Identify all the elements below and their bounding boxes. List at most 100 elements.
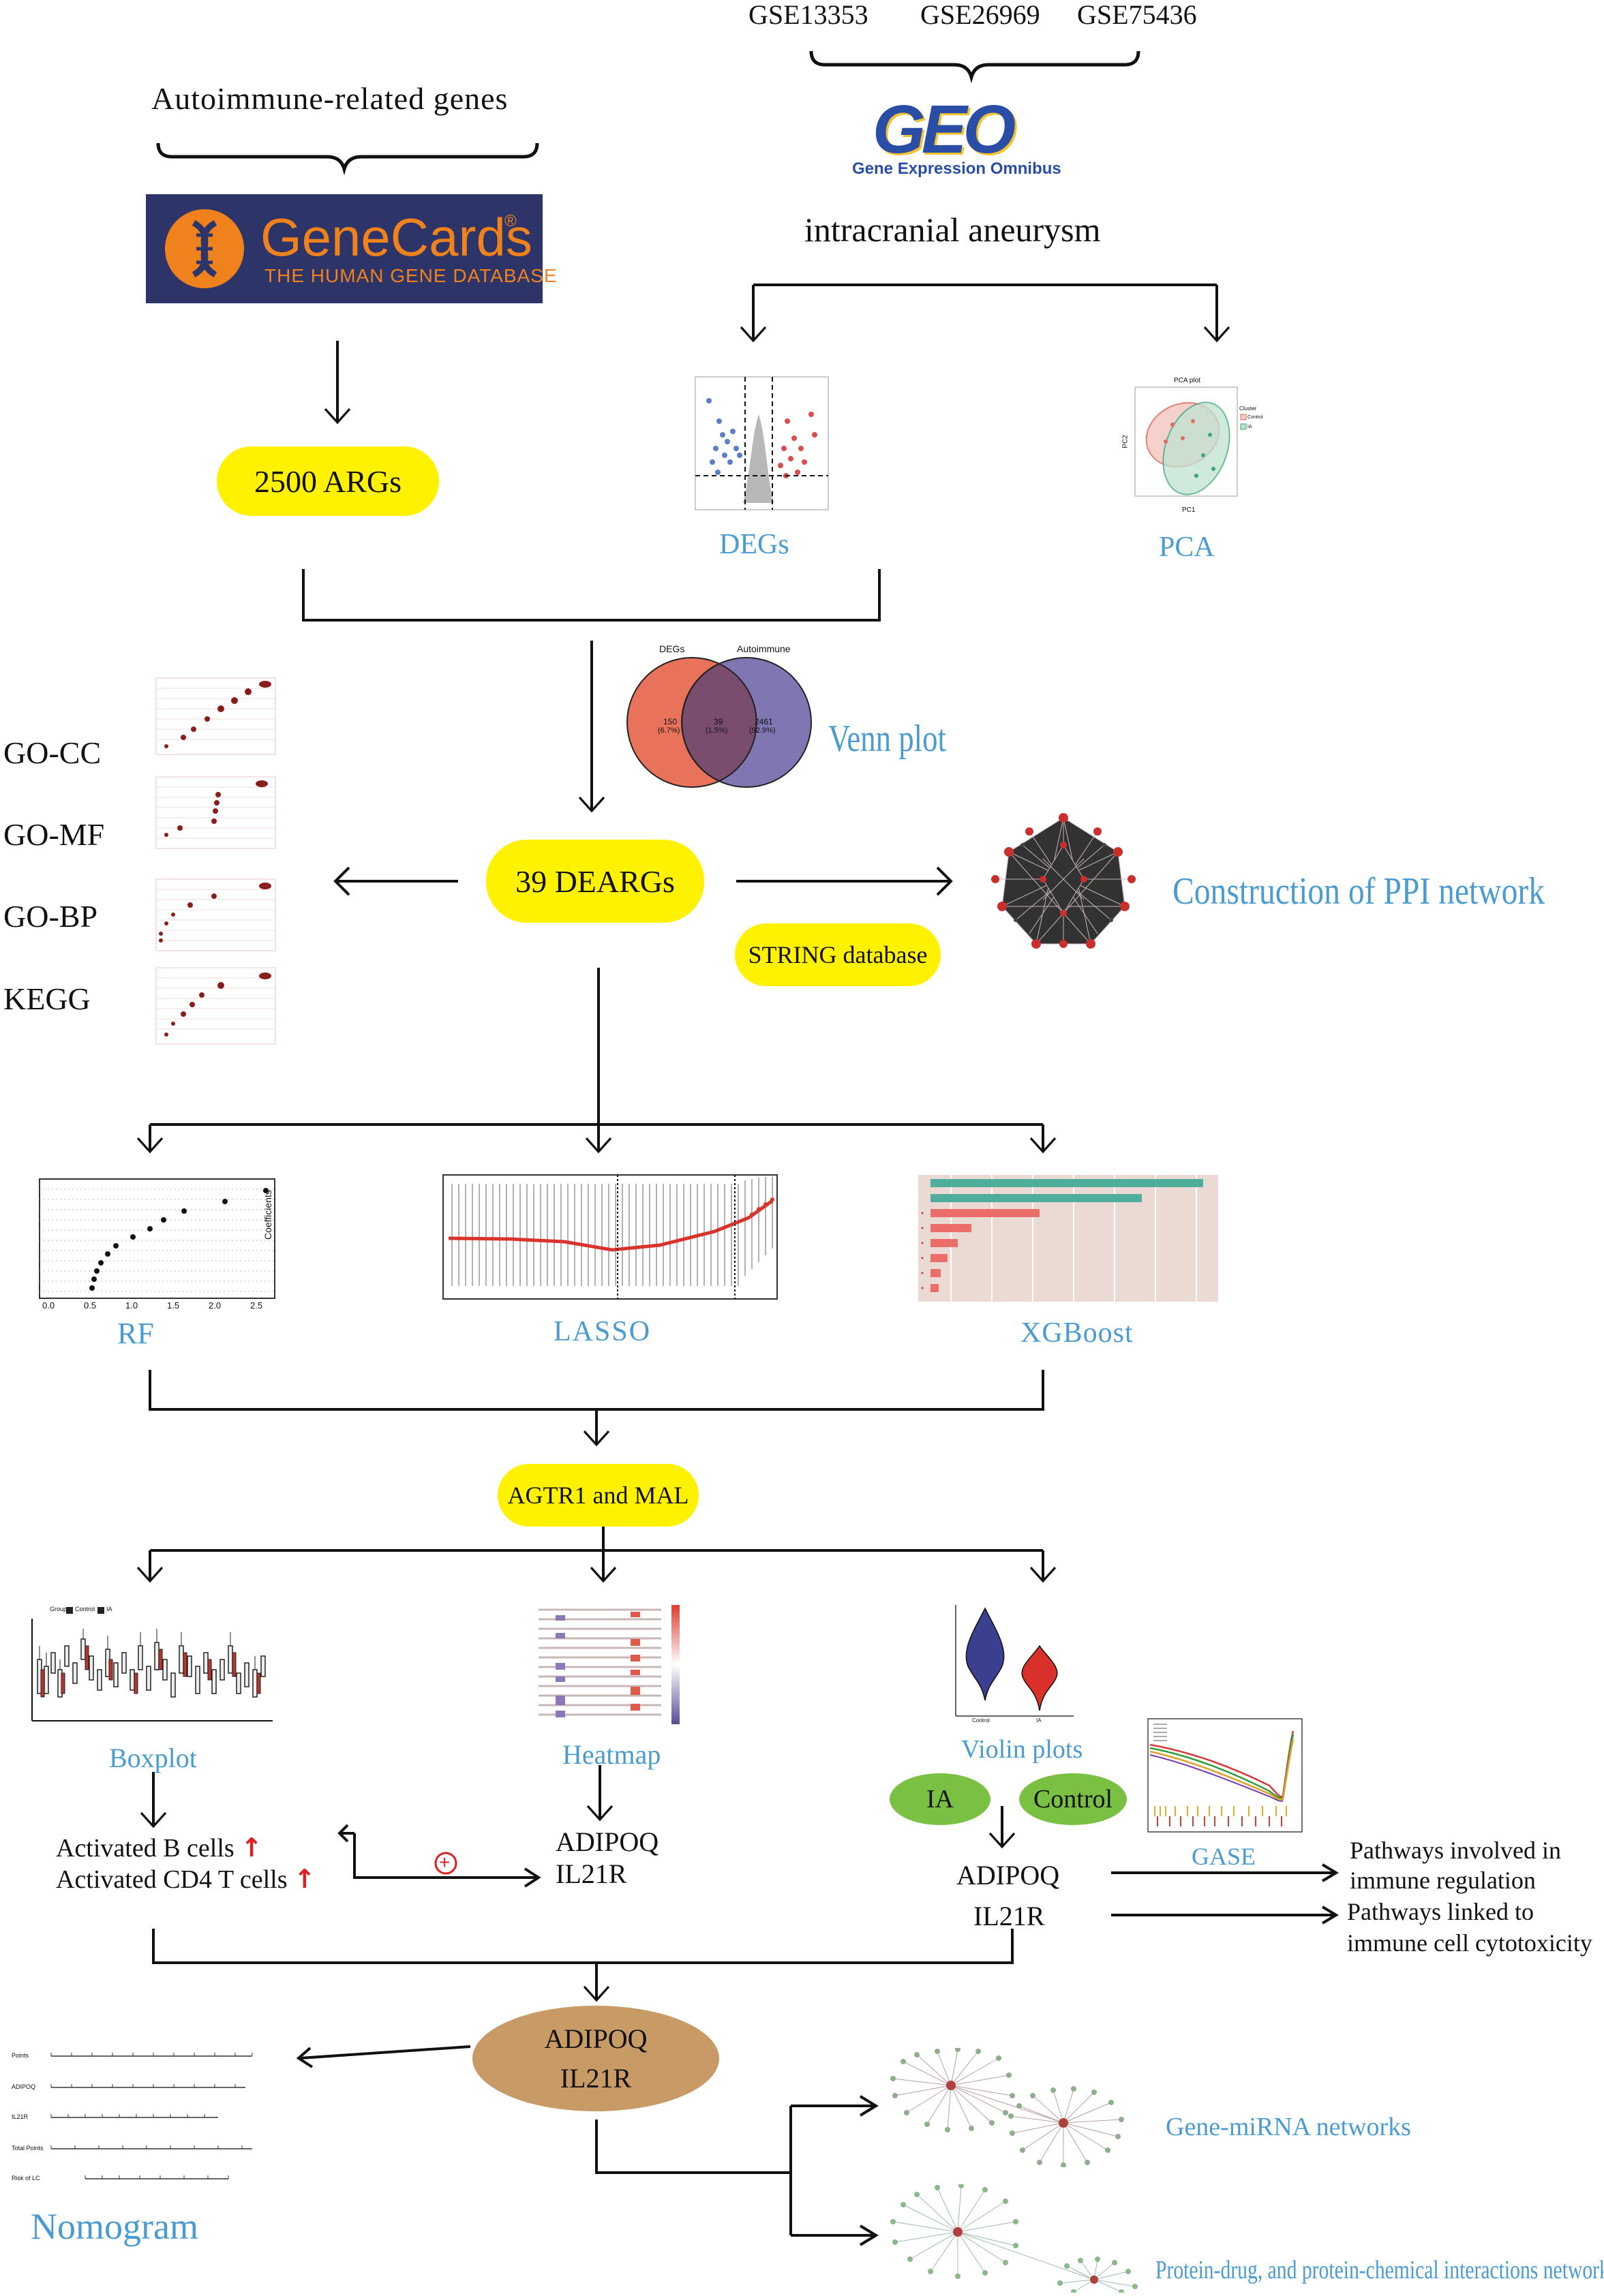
rf-tick: 1.5 [167,1300,180,1311]
ppi-label: Construction of PPI network [1172,870,1545,913]
pca-legend-item: Control [1247,415,1263,420]
gsea-plot [1147,1717,1303,1833]
nomogram-row-label: Risk of LC [12,2175,40,2182]
rf-tick: 0.5 [84,1300,97,1311]
control-label: Control [1033,1785,1113,1813]
xgboost-plot [910,1174,1220,1304]
agtr1-mal-label: AGTR1 and MAL [507,1482,689,1509]
boxplot-legend-item: IA [106,1606,112,1612]
rf-tick: 2.5 [250,1300,263,1311]
nomogram-row-label: Total Points [12,2145,44,2152]
enrichment-label: GO-MF [3,817,105,852]
nomogram-row-label: IL21R [12,2113,29,2120]
venn-right-pct: (92.9%) [749,726,776,735]
rf-plot: Coefficients 0.0 0.5 1.0 1.5 2.0 2.5 [34,1176,279,1312]
enrichment-label: KEGG [3,981,91,1016]
gene-mirna-network [890,2047,1149,2168]
deargs-label: 39 DEARGs [515,863,675,899]
hub-gene: ADIPOQ [544,2023,648,2054]
positive-correlation-icon [434,1852,457,1875]
pathway-cytotoxicity-line2: immune cell cytotoxicity [1347,1929,1592,1957]
immune-cell: Activated CD4 T cells ↑ [56,1866,316,1893]
heatmap [535,1602,685,1728]
autoimmune-label: Autoimmune-related genes [151,81,509,116]
rf-ylabel: Coefficients [262,1190,273,1240]
plus-glyph: + [439,1852,451,1873]
violin-gene: IL21R [973,1901,1045,1931]
dataset-label: GSE26969 [920,0,1040,30]
ia-label: IA [926,1785,954,1813]
volcano-plot [685,373,832,522]
genecards-logo: GeneCards ® THE HUMAN GENE DATABASE [146,194,557,303]
venn-right-count: 2461 [755,717,773,726]
degs-label: DEGs [719,529,789,560]
enrichment-label: GO-CC [3,735,102,770]
geo-title: GEO [873,91,1016,168]
immune-cell-label: Activated CD4 T cells [56,1865,288,1894]
violin-group: IA [1036,1717,1042,1724]
nomogram-label: Nomogram [31,2206,198,2247]
args-node: 2500 ARGs [217,446,439,516]
protein-drug-network [890,2183,1152,2295]
venn-left-count: 150 [663,717,678,726]
violin-plot: Control IA [948,1602,1077,1726]
ppi-network [982,804,1145,958]
pca-plot: PCA plot PC1 PC2 Cluster Control IA [1118,373,1265,520]
pca-legend-title: Cluster [1239,405,1257,412]
string-db-node: STRING database [735,923,941,986]
venn-mid-count: 39 [714,717,723,726]
venn-label: Venn plot [828,718,946,760]
gene-mirna-label: Gene-miRNA networks [1166,2113,1411,2141]
heatmap-label: Heatmap [562,1739,661,1770]
enrichment-label: GO-BP [3,899,98,934]
rf-tick: 1.0 [125,1300,138,1311]
brace-autoimmune [156,142,539,176]
rf-tick: 0.0 [42,1300,55,1311]
deargs-node: 39 DEARGs [486,840,704,923]
lasso-label: LASSO [554,1316,652,1347]
dna-icon [165,209,244,288]
boxplot-legend-item: Control [75,1606,95,1612]
pathway-cytotoxicity-line1: Pathways linked to [1347,1898,1534,1925]
pca-axis-x: PC1 [1182,506,1196,514]
geo-subtitle: Gene Expression Omnibus [852,159,1061,178]
hub-gene: IL21R [560,2062,632,2094]
protein-drug-label: Protein-drug, and protein-chemical inter… [1155,2256,1604,2284]
disease-label: intracranial aneurysm [804,211,1101,249]
ia-node: IA [890,1773,990,1825]
nomogram-row-label: ADIPOQ [12,2083,36,2090]
pathway-immune-regulation-line1: Pathways involved in [1350,1837,1561,1864]
genecards-reg: ® [504,212,517,230]
pca-legend-item: IA [1247,425,1252,429]
pca-axis-y: PC2 [1121,435,1130,448]
venn-right-title: Autoimmune [737,643,791,654]
pca-title: PCA plot [1174,377,1200,384]
genecards-subtitle: THE HUMAN GENE DATABASE [264,265,558,286]
pca-label: PCA [1159,532,1215,563]
heatmap-gene: IL21R [556,1858,627,1889]
brace-datasets [809,50,1140,84]
geo-logo: GEO Gene Expression Omnibus [845,95,1098,184]
nomogram-row-label: Points [12,2052,29,2059]
args-label: 2500 ARGs [254,463,402,499]
boxplot-legend-title: Group [50,1606,67,1612]
agtr1-mal-node: AGTR1 and MAL [498,1464,699,1527]
venn-left-title: DEGs [659,643,685,654]
gsea-label: GASE [1192,1843,1256,1870]
immune-cell: Activated B cells ↑ [56,1835,262,1861]
genecards-title: GeneCards [260,207,532,267]
control-node: Control [1019,1773,1127,1825]
rf-label: RF [117,1317,154,1350]
rf-tick: 2.0 [209,1300,222,1311]
hub-genes-node: ADIPOQ IL21R [472,2006,719,2111]
violin-label: Violin plots [961,1735,1083,1764]
nomogram-plot: Points ADIPOQ IL21R Total Points Risk of… [10,2041,259,2188]
heatmap-gene: ADIPOQ [556,1826,659,1857]
string-db-label: STRING database [748,941,928,968]
dataset-label: GSE13353 [748,0,868,30]
boxplot-label: Boxplot [109,1743,197,1773]
up-arrow-icon: ↑ [293,1864,316,1894]
violin-group: Control [972,1717,990,1724]
up-arrow-icon: ↑ [241,1833,263,1863]
